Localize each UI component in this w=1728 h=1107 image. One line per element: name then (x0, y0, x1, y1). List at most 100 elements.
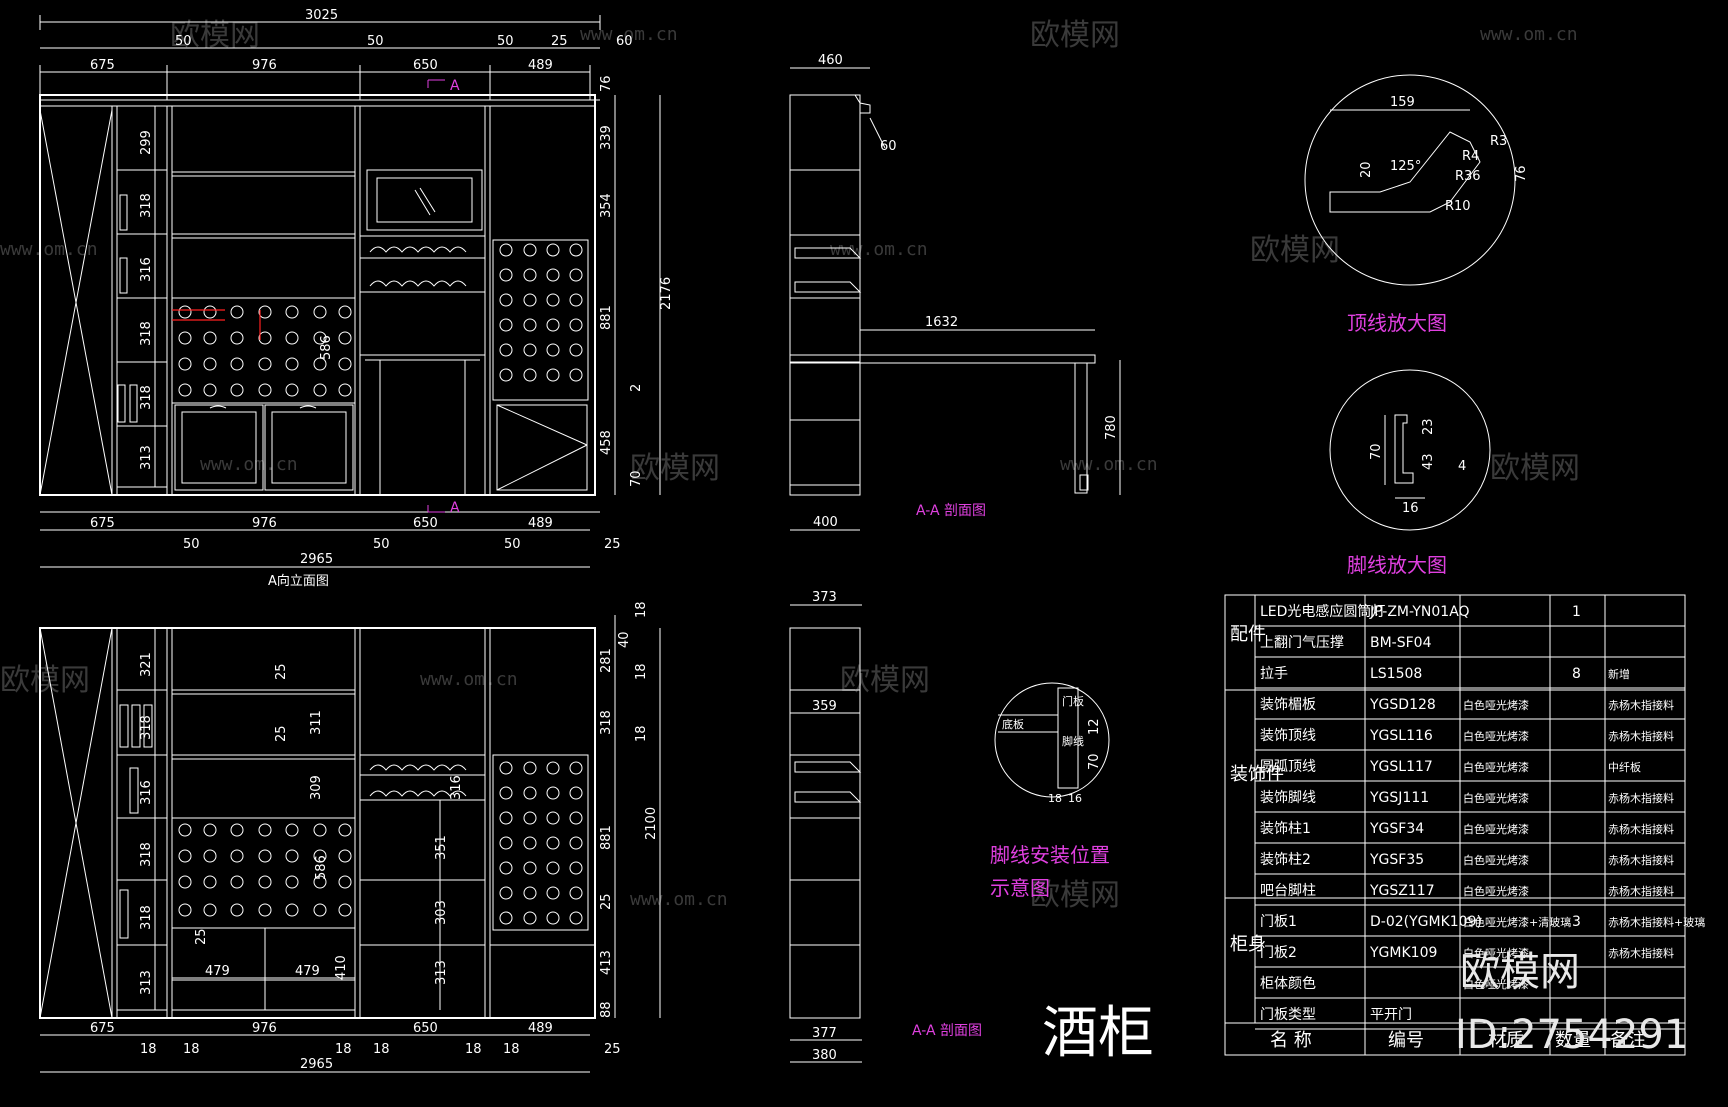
dim-crown: R4 (1462, 149, 1479, 164)
watermark-brand: 欧模网 (1030, 18, 1120, 53)
dim-inner: 303 (434, 900, 449, 925)
dim-shelf: 318 (139, 842, 154, 867)
dim-base: 70 (1369, 443, 1384, 460)
tb-cell-finish: 白色哑光烤漆 (1463, 822, 1529, 836)
dim-inner: 479 (205, 964, 230, 979)
install-label: 16 (1068, 792, 1082, 805)
tb-cell-finish: 白色哑光烤漆 (1463, 791, 1529, 805)
dim-shelf: 313 (139, 445, 154, 470)
dim-right: 2 (629, 384, 644, 392)
rack-circles-d (499, 761, 583, 925)
tb-cell-note: 赤杨木指接料 (1608, 884, 1674, 898)
dim-shelf: 299 (139, 130, 154, 155)
tb-cell-code: BM-SF04 (1370, 635, 1432, 651)
dim-inner: 313 (434, 960, 449, 985)
detail-title-2: 示意图 (990, 876, 1050, 900)
dim-crown: 159 (1390, 95, 1415, 110)
dim-gap: 60 (616, 34, 633, 49)
rack-circles-a (178, 305, 352, 397)
dim-gap: 25 (551, 34, 568, 49)
tb-cell-name: 装饰顶线 (1260, 728, 1316, 744)
detail-title: 顶线放大图 (1347, 311, 1447, 335)
dim-right: 281 (599, 648, 614, 673)
dim-segment: 650 (413, 516, 438, 531)
dim-gap: 50 (175, 34, 192, 49)
dim-shelf: 318 (139, 905, 154, 930)
dim-right: 70 (629, 470, 644, 487)
dim-gap: 18 (140, 1042, 157, 1057)
dim-inner: 309 (309, 775, 324, 800)
dim-offset: 60 (880, 139, 897, 154)
watermark-brand: 欧模网 (170, 18, 260, 53)
dim-shelf: 316 (139, 780, 154, 805)
dim-base: 4 (1458, 459, 1466, 474)
section-label: A-A 剖面图 (912, 1023, 982, 1039)
dim-segment: 489 (528, 58, 553, 73)
dim-inner: 316 (449, 775, 464, 800)
detail-install: 底板 门板 脚线 70 12 18 16 脚线安装位置 示意图 (990, 682, 1110, 900)
dim-crown: 125° (1390, 159, 1421, 174)
tb-cell-name: 上翻门气压撑 (1260, 635, 1344, 651)
watermark-site: www.om.cn (1060, 454, 1158, 475)
dim-base: 16 (1402, 501, 1419, 516)
dim-right: 881 (599, 825, 614, 850)
tb-cell-finish: 白色哑光烤漆 (1463, 698, 1529, 712)
install-label: 70 (1087, 753, 1102, 770)
watermark-site: www.om.cn (830, 239, 928, 260)
tb-cell-qty: 8 (1572, 666, 1581, 682)
dim-overall-top: 3025 (305, 8, 338, 23)
tb-footer: 名 称 (1270, 1030, 1312, 1051)
tb-cell-note: 赤杨木指接料 (1608, 822, 1674, 836)
section-mark: A (450, 500, 460, 516)
dim-gap: 50 (367, 34, 384, 49)
dim-bar-length: 1632 (925, 315, 958, 330)
install-label: 底板 (1002, 717, 1024, 731)
tb-cell-code: YGSD128 (1369, 697, 1436, 713)
tb-cell-finish: 白色哑光烤漆 (1463, 946, 1529, 960)
dim-rack: 586 (319, 335, 334, 360)
tb-footer: 编号 (1388, 1030, 1424, 1051)
dim-right: 76 (599, 75, 614, 92)
tb-cell-note: 赤杨木指接料 (1608, 698, 1674, 712)
tb-cell-note: 赤杨木指接料 (1608, 853, 1674, 867)
section-top: 460 60 1632 780 400 A-A 剖面图 (789, 53, 1121, 531)
tb-cell-name: 装饰柱1 (1260, 821, 1311, 837)
tb-cell-code: YGSF34 (1369, 821, 1424, 837)
dim-gap: 25 (604, 537, 621, 552)
tb-cell-finish: 白色哑光烤漆 (1463, 884, 1529, 898)
dim-segment: 489 (528, 1021, 553, 1036)
install-label: 12 (1087, 718, 1102, 735)
tb-cell-code: YGSZ117 (1369, 883, 1435, 899)
dim-right: 88 (599, 1001, 614, 1018)
elevation-b: 321 318 316 318 318 313 (39, 601, 661, 1073)
rack-circles-c (178, 823, 352, 917)
watermark-brand: 欧模网 (630, 451, 720, 486)
tb-cell-note: 新增 (1608, 667, 1630, 681)
drawing-name: 酒柜 (1042, 1001, 1154, 1066)
tb-cell-name: 柜体颜色 (1260, 975, 1316, 992)
dim-segment: 489 (528, 516, 553, 531)
tb-cell-name: 吧台脚柱 (1260, 883, 1316, 899)
section-label: A-A 剖面图 (916, 503, 986, 519)
dim-base: 23 (1421, 418, 1436, 435)
watermark-site: www.om.cn (1480, 24, 1578, 45)
dim-total-height: 2100 (644, 807, 659, 840)
tb-cell-finish: 白色哑光烤漆 (1463, 729, 1529, 743)
dim-shelf: 318 (139, 715, 154, 740)
tb-cell-note: 赤杨木指接料 (1608, 791, 1674, 805)
dim-gap: 18 (465, 1042, 482, 1057)
dim-segment: 976 (252, 58, 277, 73)
dim-segment: 976 (252, 1021, 277, 1036)
tb-cell-finish: 白色哑光烤漆 (1463, 760, 1529, 774)
dim-inner: 25 (274, 725, 289, 742)
dim-overall-bottom: 2965 (300, 552, 333, 567)
dim-right: 339 (599, 125, 614, 150)
dim-crown: R3 (1490, 134, 1507, 149)
tb-cell-name: 门板2 (1260, 945, 1297, 961)
watermark-brand: 欧模网 (1490, 451, 1580, 486)
dim-right: 413 (599, 950, 614, 975)
tb-cell-qty: 1 (1572, 604, 1581, 620)
watermark-id: ID:2754291 (1455, 1012, 1689, 1058)
detail-base: 70 23 43 4 16 脚线放大图 (1329, 369, 1491, 577)
